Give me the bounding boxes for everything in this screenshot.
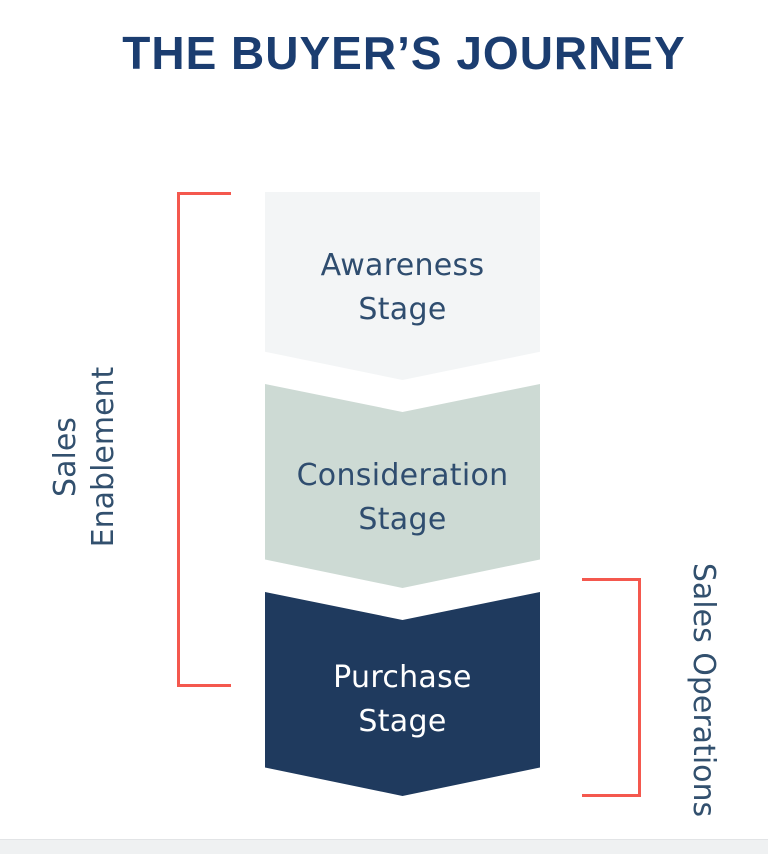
- sales-operations-bracket: [582, 578, 641, 797]
- stage-awareness: Awareness Stage: [265, 192, 540, 380]
- bottom-bar: [0, 839, 768, 854]
- stage-consideration-label: Consideration Stage: [296, 458, 509, 537]
- stage-consideration: Consideration Stage: [265, 384, 540, 588]
- stage-purchase: Purchase Stage: [265, 592, 540, 796]
- sales-enablement-bracket: [177, 192, 231, 687]
- stage-awareness-label: Awareness Stage: [320, 248, 485, 327]
- page-title: THE BUYER’S JOURNEY: [122, 27, 686, 79]
- stage-purchase-label: Purchase Stage: [333, 660, 472, 739]
- sales-enablement-label: Sales Enablement: [48, 366, 121, 548]
- sales-operations-label: Sales Operations: [686, 562, 721, 818]
